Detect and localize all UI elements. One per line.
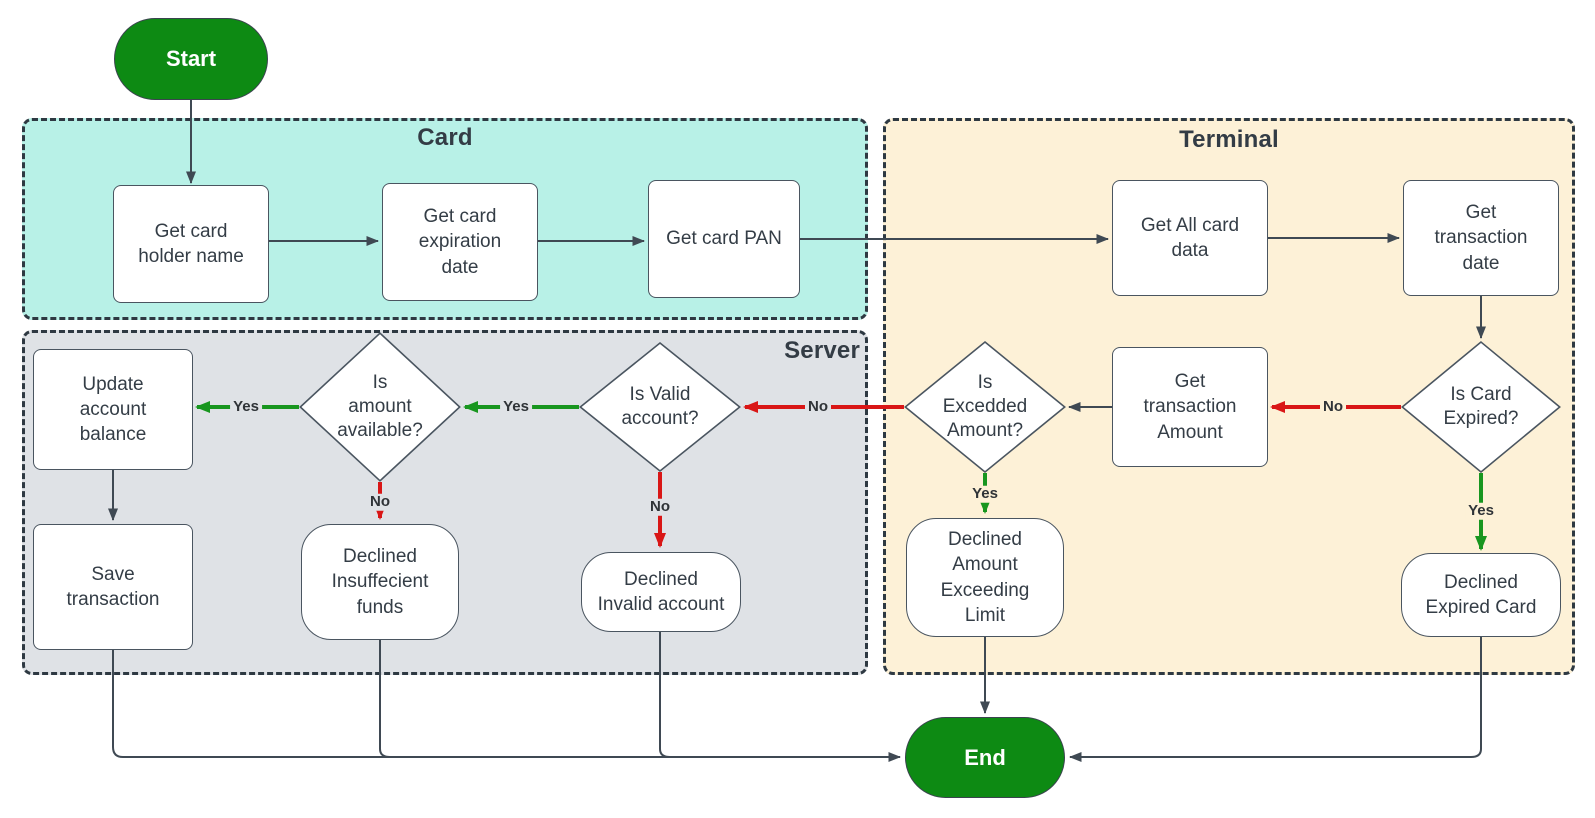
edge-label-is-excedded-no: No: [805, 398, 831, 416]
node-get-all-card-data: Get All card data: [1112, 180, 1268, 296]
container-terminal-title: Terminal: [1179, 126, 1279, 153]
edge-label-is-valid-yes: Yes: [500, 398, 532, 416]
node-get-transaction-amount-label: Get transaction Amount: [1143, 371, 1237, 443]
node-declined-invalid-account: Declined Invalid account: [581, 552, 741, 632]
node-is-card-expired-label: Is Card Expired?: [1443, 383, 1519, 429]
node-declined-expired-card-label: Declined Expired Card: [1425, 571, 1537, 618]
node-get-transaction-date: Get transaction date: [1403, 180, 1559, 296]
node-get-transaction-amount: Get transaction Amount: [1112, 347, 1268, 467]
node-declined-expired-card: Declined Expired Card: [1401, 553, 1561, 637]
node-is-valid-account: Is Valid account?: [579, 342, 741, 472]
node-declined-insuffecient-funds-label: Declined Insuffecient funds: [331, 546, 429, 618]
node-get-card-pan: Get card PAN: [648, 180, 800, 298]
node-get-card-pan-label: Get card PAN: [666, 228, 782, 250]
node-end: End: [905, 717, 1065, 798]
node-is-valid-account-label: Is Valid account?: [621, 383, 699, 429]
node-is-excedded-amount: Is Excedded Amount?: [904, 341, 1066, 473]
node-update-account-balance-label: Update account balance: [79, 373, 147, 446]
node-declined-insuffecient-funds: Declined Insuffecient funds: [301, 524, 459, 640]
node-is-excedded-amount-label: Is Excedded Amount?: [942, 371, 1028, 442]
edge-label-is-excedded-yes: Yes: [969, 485, 1001, 503]
edge-label-is-amount-available-yes: Yes: [230, 398, 262, 416]
node-is-amount-available: Is amount available?: [299, 332, 461, 482]
container-card-title: Card: [417, 124, 473, 151]
node-declined-amount-exceeding-limit-label: Declined Amount Exceeding Limit: [940, 529, 1030, 626]
node-get-card-expiration-date-label: Get card expiration date: [418, 206, 502, 278]
node-start-label: Start: [165, 46, 217, 72]
edge-label-is-card-expired-yes: Yes: [1465, 502, 1497, 520]
node-declined-amount-exceeding-limit: Declined Amount Exceeding Limit: [906, 518, 1064, 637]
node-get-all-card-data-label: Get All card data: [1140, 214, 1240, 261]
node-end-label: End: [964, 744, 1006, 770]
node-update-account-balance: Update account balance: [33, 349, 193, 470]
node-start: Start: [114, 18, 268, 100]
node-get-card-holder-name-label: Get card holder name: [138, 220, 244, 267]
node-declined-invalid-account-label: Declined Invalid account: [597, 568, 725, 615]
node-get-transaction-date-label: Get transaction date: [1434, 202, 1528, 274]
node-is-card-expired: Is Card Expired?: [1401, 341, 1561, 473]
node-get-card-expiration-date: Get card expiration date: [382, 183, 538, 301]
node-save-transaction-label: Save transaction: [66, 563, 160, 610]
edge-label-is-card-expired-no: No: [1320, 398, 1346, 416]
node-save-transaction: Save transaction: [33, 524, 193, 650]
container-server-title: Server: [784, 337, 860, 364]
node-get-card-holder-name: Get card holder name: [113, 185, 269, 303]
node-is-amount-available-label: Is amount available?: [337, 371, 423, 442]
edge-label-is-amount-available-no: No: [367, 493, 393, 511]
edge-label-is-valid-no: No: [647, 498, 673, 516]
